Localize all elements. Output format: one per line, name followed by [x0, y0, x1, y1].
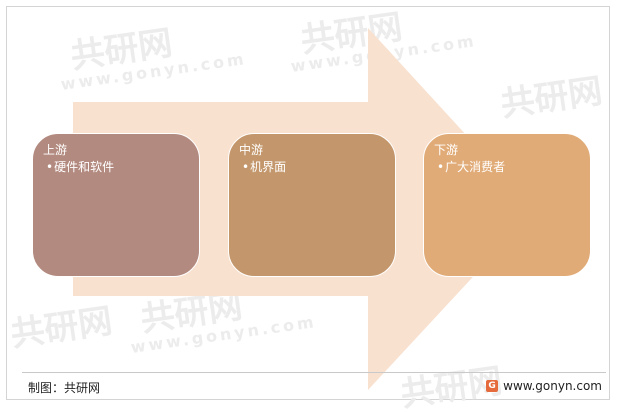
stage-upstream: 上游 硬件和软件 — [32, 133, 200, 277]
stage-title: 下游 — [434, 143, 459, 157]
stage-item: 硬件和软件 — [43, 159, 189, 176]
stage-item: 广大消费者 — [434, 159, 580, 176]
site-label: G www.gonyn.com — [486, 379, 602, 393]
source-credit: 制图：共研网 — [28, 381, 101, 395]
stage-title: 上游 — [43, 143, 68, 157]
stage-midstream: 中游 机界面 — [228, 133, 396, 277]
stage-title: 中游 — [239, 143, 264, 157]
gonyn-logo-icon: G — [486, 380, 499, 392]
stage-downstream: 下游 广大消费者 — [423, 133, 591, 277]
site-url: www.gonyn.com — [503, 379, 602, 393]
stage-item: 机界面 — [239, 159, 385, 176]
footer-divider — [22, 372, 606, 373]
